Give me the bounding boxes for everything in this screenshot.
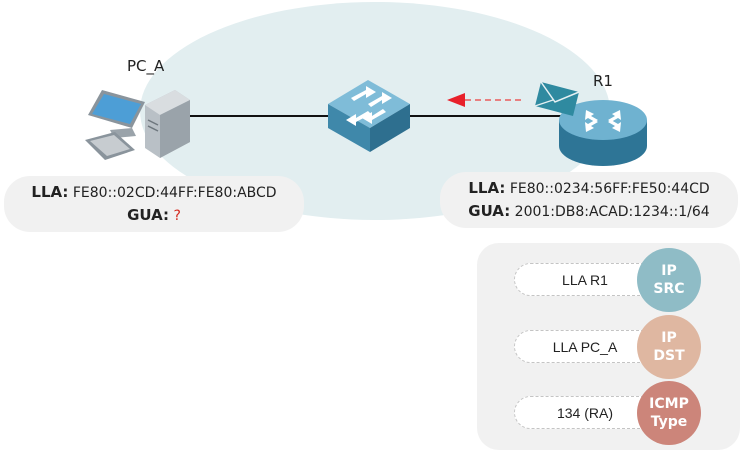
ip-dst-tag-line1: IP bbox=[661, 330, 677, 346]
ra-arrowhead-icon bbox=[447, 93, 465, 107]
ip-src-tag-line2: SRC bbox=[653, 281, 685, 297]
icmp-type-value: 134 (RA) bbox=[556, 404, 614, 421]
icmp-type-tag-line2: Type bbox=[650, 414, 688, 430]
switch-icon[interactable] bbox=[326, 76, 412, 154]
icmp-type-tag: ICMP Type bbox=[637, 381, 701, 445]
ip-src-tag-line1: IP bbox=[661, 263, 677, 279]
envelope-icon bbox=[534, 81, 580, 116]
router-address-info: LLA: FE80::0234:56FF:FE50:44CD GUA: 2001… bbox=[440, 172, 738, 228]
icmp-type-tag-line1: ICMP bbox=[649, 396, 689, 412]
pc-address-info: LLA: FE80::02CD:44FF:FE80:ABCD GUA: ? bbox=[4, 176, 304, 232]
pc-icon[interactable] bbox=[80, 80, 195, 165]
pc-lla-value: FE80::02CD:44FF:FE80:ABCD bbox=[72, 185, 277, 201]
ip-dst-tag-line2: DST bbox=[653, 348, 685, 364]
packet-panel: LLA R1 IP SRC LLA PC_A IP DST 134 (RA) I… bbox=[477, 243, 740, 450]
pc-lla-label: LLA: bbox=[31, 183, 69, 201]
ip-dst-tag: IP DST bbox=[637, 315, 701, 379]
pc-gua-label: GUA: bbox=[127, 206, 170, 224]
router-gua-value: 2001:DB8:ACAD:1234::1/64 bbox=[514, 204, 710, 220]
router-name-label: R1 bbox=[593, 72, 613, 90]
router-lla-label: LLA: bbox=[468, 179, 506, 197]
pc-gua-value: ? bbox=[173, 208, 181, 224]
router-lla-value: FE80::0234:56FF:FE50:44CD bbox=[509, 181, 710, 197]
router-gua-label: GUA: bbox=[468, 202, 511, 220]
router-icon[interactable] bbox=[556, 92, 650, 170]
pc-name-label: PC_A bbox=[127, 57, 165, 75]
ip-src-tag: IP SRC bbox=[637, 248, 701, 312]
ip-dst-value: LLA PC_A bbox=[552, 338, 618, 355]
ip-src-value: LLA R1 bbox=[562, 271, 608, 288]
